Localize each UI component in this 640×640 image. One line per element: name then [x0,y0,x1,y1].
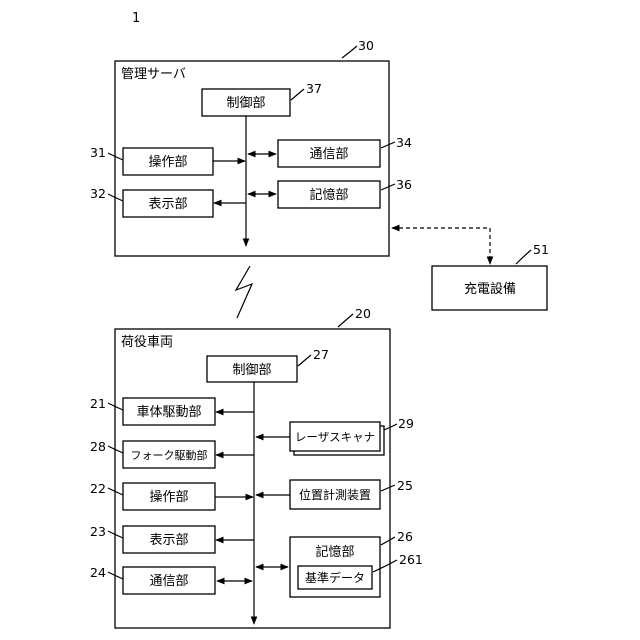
server-communication-ref: 34 [396,135,412,150]
vehicle-leader [338,314,353,327]
vehicle-communication-ref: 24 [90,565,106,580]
server-control-label: 制御部 [226,96,265,111]
vehicle-communication-label: 通信部 [149,574,188,589]
server-display-label: 表示部 [148,197,187,212]
vehicle-reference-data-label: 基準データ [305,570,365,585]
charging-ref: 51 [533,242,549,257]
server-charging-link [392,228,490,264]
server-leader [342,46,357,58]
server-storage-label: 記憶部 [309,187,348,203]
server-storage-ref: 36 [396,177,412,192]
vehicle-title: 荷役車両 [121,335,173,350]
wireless-link-icon [236,266,252,318]
vehicle-laser-ref: 29 [398,416,414,431]
vehicle-fork-drive-ref: 28 [90,439,106,454]
vehicle-storage-ref: 26 [397,529,413,544]
vehicle-fork-drive-label: フォーク駆動部 [131,448,208,462]
server-display-ref: 32 [90,186,106,201]
server-ref: 30 [358,38,374,53]
vehicle-storage-label: 記憶部 [315,544,354,560]
vehicle-operation-label: 操作部 [149,489,188,505]
vehicle-position-label: 位置計測装置 [299,487,371,502]
vehicle-ref: 20 [355,306,371,321]
vehicle-display-label: 表示部 [149,533,188,548]
server-operation-ref: 31 [90,145,106,160]
server-control-ref: 37 [306,81,322,96]
server-operation-label: 操作部 [148,154,187,170]
vehicle-display-ref: 23 [90,524,106,539]
vehicle-control-label: 制御部 [232,363,271,378]
server-communication-label: 通信部 [309,147,348,162]
vehicle-body-drive-label: 車体駆動部 [136,405,201,420]
vehicle-laser-label: レーザスキャナ [295,430,375,444]
server-title: 管理サーバ [121,67,186,82]
vehicle-position-ref: 25 [397,478,413,493]
vehicle-reference-data-ref: 261 [399,552,423,567]
charging-leader [516,250,531,264]
figure-number: 1 [132,11,140,26]
vehicle-control-ref: 27 [313,347,329,362]
charging-label: 充電設備 [464,281,516,297]
vehicle-body-drive-ref: 21 [90,396,106,411]
vehicle-operation-ref: 22 [90,481,106,496]
